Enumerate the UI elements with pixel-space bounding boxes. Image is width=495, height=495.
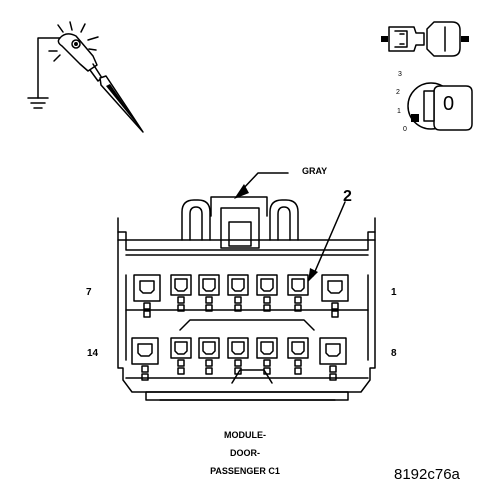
test-light-probe-icon — [27, 21, 144, 133]
callout-number: 2 — [343, 188, 352, 205]
cavity-top-4 — [227, 274, 249, 312]
connector-body — [117, 172, 376, 401]
pin-label-top-right: 1 — [391, 287, 397, 298]
pin-label-bottom-right: 8 — [391, 348, 397, 359]
callout-arrowhead — [308, 268, 318, 282]
callout-leader-line — [312, 201, 346, 277]
pin-label-top-left: 7 — [86, 287, 92, 298]
connector-disconnect-icon — [381, 21, 469, 57]
key-position-2: 2 — [396, 89, 400, 96]
cavity-top-3 — [198, 274, 220, 312]
connector-color-label: GRAY — [302, 166, 328, 176]
caption-line-2: DOOR- — [230, 448, 260, 458]
pin-cavities — [131, 274, 349, 381]
cavity-top-7 — [321, 274, 349, 318]
cavity-top-5 — [256, 274, 278, 312]
key-position-3: 3 — [398, 71, 402, 78]
key-position-1: 1 — [397, 108, 401, 115]
cavity-bottom-7 — [319, 337, 347, 381]
key-head-text: 0 — [443, 93, 455, 115]
cavity-bottom-6 — [287, 337, 309, 375]
pin-label-bottom-left: 14 — [87, 348, 99, 359]
cavity-top-2 — [170, 274, 192, 312]
ignition-key-icon — [407, 82, 473, 131]
cavity-bottom-4 — [227, 337, 249, 375]
caption-line-1: MODULE- — [224, 430, 266, 440]
cavity-top-1 — [133, 274, 161, 318]
cavity-bottom-5 — [256, 337, 278, 375]
caption-line-3: PASSENGER C1 — [210, 466, 280, 476]
figure-id: 8192c76a — [394, 466, 460, 483]
cavity-bottom-2 — [170, 337, 192, 375]
cavity-bottom-1 — [131, 337, 159, 381]
cavity-top-6 — [287, 274, 309, 312]
key-position-0: 0 — [403, 126, 407, 133]
cavity-bottom-3 — [198, 337, 220, 375]
